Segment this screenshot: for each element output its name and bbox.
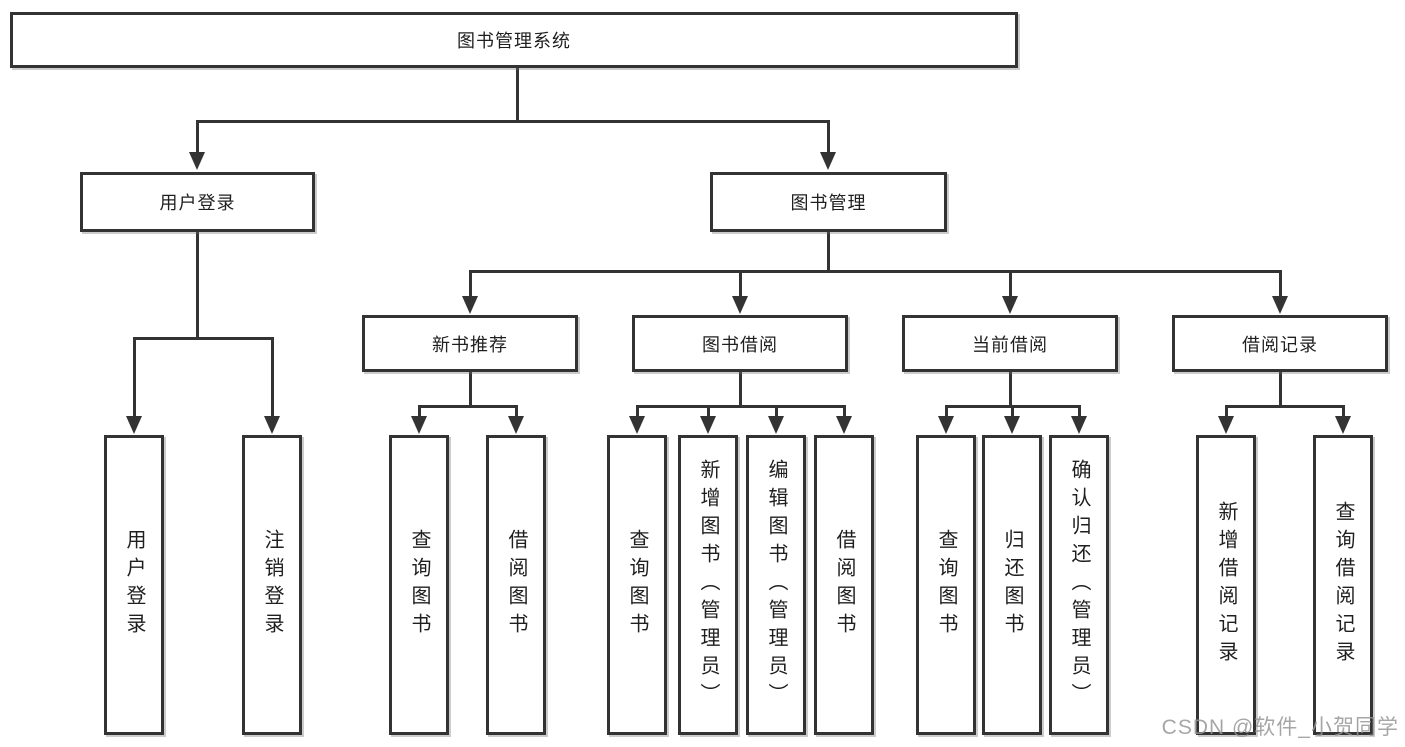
connector-arrowhead	[836, 416, 852, 434]
connector-arrowhead	[1335, 416, 1351, 434]
connector-arrowhead	[732, 296, 748, 314]
node-borrow-records: 借阅记录	[1172, 315, 1388, 372]
leaf-return-books: 归还图书	[982, 435, 1042, 735]
connector-arrowhead	[1218, 416, 1234, 434]
connector-line	[196, 232, 199, 340]
node-root: 图书管理系统	[10, 12, 1018, 68]
connector-line	[827, 232, 830, 273]
connector-line	[945, 405, 948, 418]
connector-line	[469, 372, 472, 408]
connector-line	[133, 337, 274, 340]
leaf-add-borrow-record: 新增借阅记录	[1196, 435, 1256, 735]
leaf-confirm-return-admin: 确认归还（管理员）	[1049, 435, 1109, 735]
leaf-query-books-recommend: 查询图书	[389, 435, 449, 735]
node-new-book-recommend: 新书推荐	[362, 315, 578, 372]
leaf-add-books-admin: 新增图书（管理员）	[678, 435, 738, 735]
connector-line	[1009, 372, 1012, 408]
connector-line	[196, 120, 199, 153]
connector-line	[1342, 405, 1345, 418]
connector-line	[1225, 405, 1345, 408]
connector-line	[636, 405, 846, 408]
connector-line	[1009, 270, 1012, 298]
connector-arrowhead	[462, 296, 478, 314]
connector-line	[1225, 405, 1228, 418]
connector-arrowhead	[768, 416, 784, 434]
connector-arrowhead	[1004, 416, 1020, 434]
leaf-edit-books-admin: 编辑图书（管理员）	[746, 435, 806, 735]
connector-line	[1279, 270, 1282, 298]
connector-arrowhead	[1002, 296, 1018, 314]
connector-line	[739, 372, 742, 408]
connector-arrowhead	[820, 152, 836, 170]
node-user-login: 用户登录	[80, 172, 315, 232]
connector-line	[827, 120, 830, 153]
connector-line	[271, 337, 274, 418]
connector-arrowhead	[508, 416, 524, 434]
connector-line	[196, 120, 830, 123]
connector-line	[1279, 372, 1282, 408]
connector-line	[469, 270, 472, 298]
connector-line	[1011, 405, 1014, 418]
leaf-query-books-current: 查询图书	[916, 435, 976, 735]
connector-arrowhead	[700, 416, 716, 434]
watermark: CSDN @软件_小贺同学	[1161, 716, 1399, 739]
leaf-logout: 注销登录	[242, 435, 302, 735]
connector-line	[1078, 405, 1081, 418]
connector-arrowhead	[1272, 296, 1288, 314]
connector-line	[707, 405, 710, 418]
connector-arrowhead	[1071, 416, 1087, 434]
leaf-query-borrow-record: 查询借阅记录	[1313, 435, 1373, 735]
node-current-borrow: 当前借阅	[902, 315, 1118, 372]
connector-line	[418, 405, 518, 408]
connector-line	[469, 270, 1282, 273]
connector-line	[516, 68, 519, 122]
connector-line	[636, 405, 639, 418]
node-book-borrow: 图书借阅	[632, 315, 848, 372]
connector-line	[133, 337, 136, 418]
leaf-query-books: 查询图书	[607, 435, 667, 735]
connector-line	[775, 405, 778, 418]
connector-arrowhead	[189, 152, 205, 170]
connector-line	[418, 405, 421, 418]
node-book-management: 图书管理	[710, 172, 947, 232]
connector-arrowhead	[264, 416, 280, 434]
connector-line	[739, 270, 742, 298]
connector-line	[515, 405, 518, 418]
connector-arrowhead	[629, 416, 645, 434]
connector-line	[843, 405, 846, 418]
leaf-user-login: 用户登录	[104, 435, 164, 735]
connector-arrowhead	[411, 416, 427, 434]
leaf-borrow-books: 借阅图书	[814, 435, 874, 735]
connector-arrowhead	[938, 416, 954, 434]
leaf-borrow-books-recommend: 借阅图书	[486, 435, 546, 735]
connector-arrowhead	[126, 416, 142, 434]
